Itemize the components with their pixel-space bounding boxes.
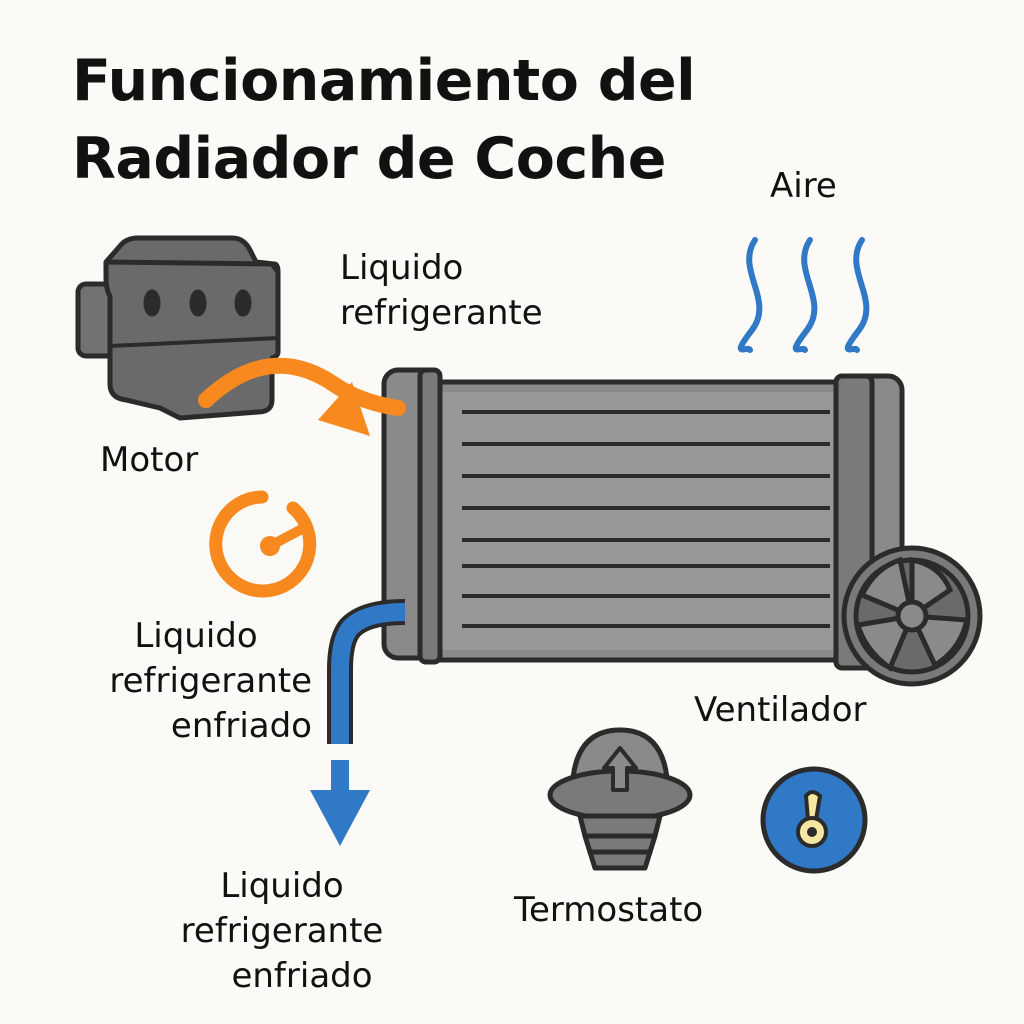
cooled-coolant-bottom-line-2: refrigerante [180, 911, 384, 951]
fan-label: Ventilador [694, 690, 867, 730]
coolant-label-line-2: refrigerante [340, 293, 543, 333]
cooled-coolant-label-middle: Liquido refrigerante enfriado [60, 614, 312, 749]
cooled-coolant-bottom-line-1: Liquido [220, 866, 344, 906]
cooled-coolant-bottom-line-3: enfriado [231, 956, 373, 996]
cooled-coolant-middle-line-3: enfriado [170, 706, 312, 746]
cooled-coolant-middle-line-2: refrigerante [109, 661, 312, 701]
cooled-coolant-label-bottom: Liquido refrigerante enfriado [152, 864, 412, 999]
air-label: Aire [770, 166, 837, 206]
page-title: Funcionamiento del Radiador de Coche [72, 42, 832, 198]
thermostat-label: Termostato [514, 890, 704, 930]
title-line-2: Radiador de Coche [72, 126, 666, 192]
radiator-icon [381, 367, 905, 671]
hot-coolant-arrow [198, 357, 406, 436]
cold-coolant-hose [310, 599, 406, 846]
air-wave-icon [737, 237, 870, 353]
title-line-1: Funcionamiento del [72, 48, 696, 114]
cooled-coolant-middle-line-1: Liquido [134, 616, 258, 656]
fan-icon [841, 545, 983, 687]
switch-icon [760, 766, 868, 874]
coolant-label-line-1: Liquido [340, 248, 464, 288]
thermostat-icon [547, 727, 693, 871]
engine-icon [75, 235, 281, 421]
engine-label: Motor [100, 440, 199, 480]
gauge-icon [209, 490, 317, 598]
coolant-label: Liquido refrigerante [340, 246, 543, 336]
